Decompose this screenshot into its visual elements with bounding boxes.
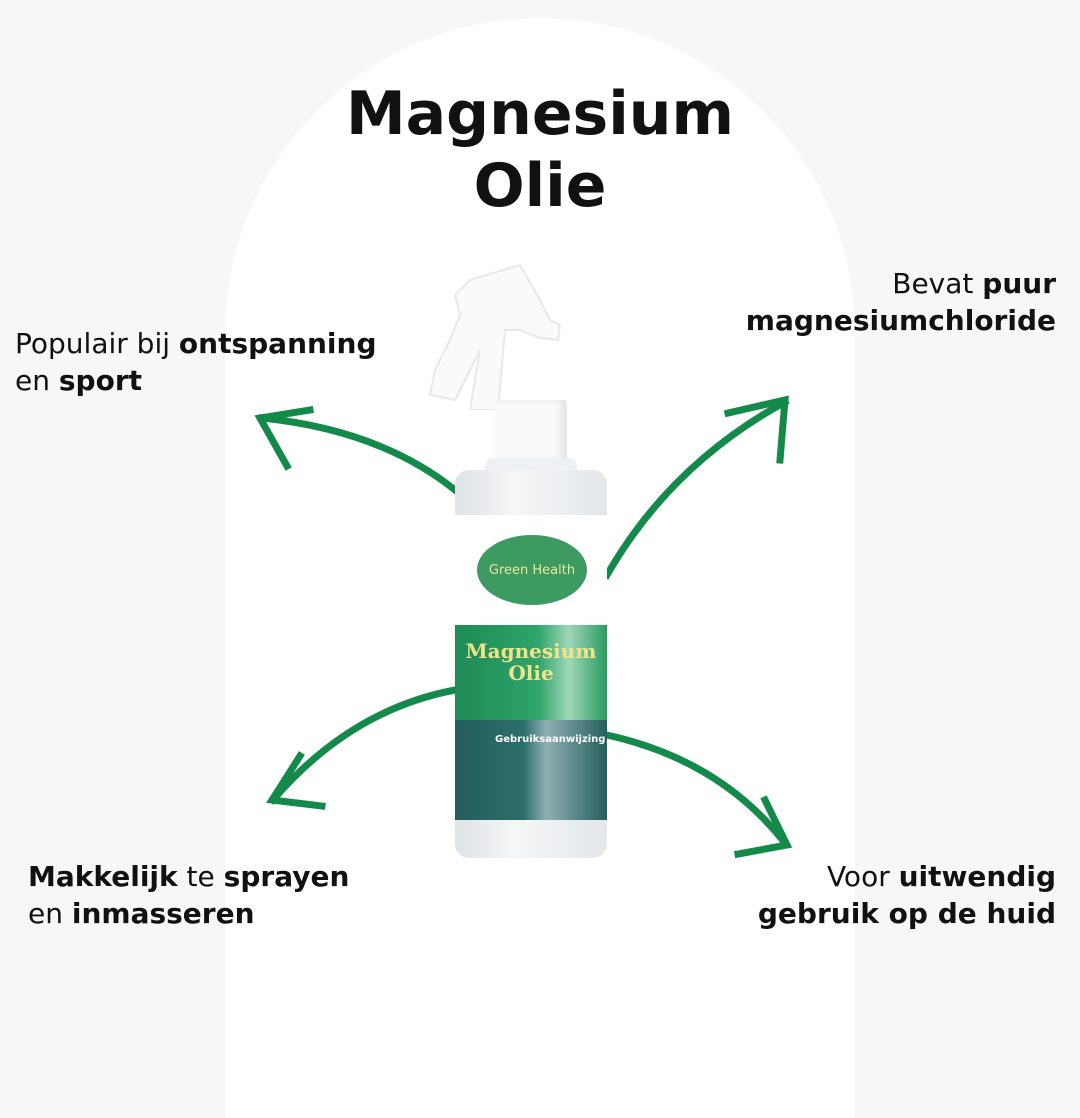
feature-bold: sprayen	[223, 860, 350, 893]
usage-heading: Gebruiksaanwijzing	[495, 734, 606, 745]
feature-text: Populair bij	[15, 327, 179, 360]
feature-text: Bevat	[892, 267, 983, 300]
brand-logo: Green Health	[477, 535, 587, 605]
arrow-bottom-left	[266, 685, 460, 810]
feature-bold: gebruik op de huid	[757, 897, 1056, 930]
label-bottom: Gebruiksaanwijzing	[455, 720, 607, 820]
title-line-2: Olie	[473, 151, 607, 221]
title-line-1: Magnesium	[345, 79, 735, 149]
spray-trigger-icon	[428, 263, 562, 410]
feature-bold: sport	[58, 364, 143, 397]
brand-name: Green Health	[488, 562, 576, 578]
label-middle: Magnesium Olie	[455, 625, 607, 720]
feature-bold: puur	[982, 267, 1056, 300]
feature-text: en	[15, 364, 59, 397]
label-top: Green Health	[455, 515, 607, 625]
feature-bold: ontspanning	[178, 327, 377, 360]
arrows	[254, 395, 793, 859]
feature-bold: Makkelijk	[28, 860, 178, 893]
feature-external-use: Voor uitwendig gebruik op de huid	[758, 858, 1056, 932]
bottle-cap	[495, 400, 567, 462]
product-name-line-2: Olie	[508, 661, 554, 685]
feature-pure-magnesium: Bevat puur magnesiumchloride	[746, 265, 1056, 339]
feature-bold: uitwendig	[898, 860, 1056, 893]
product-name: Magnesium Olie	[455, 640, 607, 684]
arrow-bottom-right	[602, 730, 793, 859]
feature-text: en	[28, 897, 72, 930]
page-title: Magnesium Olie	[0, 78, 1080, 222]
feature-relaxation-sport: Populair bij ontspanning en sport	[15, 325, 377, 399]
product-name-line-1: Magnesium	[465, 639, 597, 663]
product-bottle: Green Health Magnesium Olie Gebruiksaanw…	[428, 260, 607, 860]
feature-bold: magnesiumchloride	[745, 304, 1056, 337]
arrow-top-right	[602, 395, 790, 580]
feature-text: Voor	[826, 860, 899, 893]
arrow-top-left	[254, 405, 460, 495]
feature-easy-spray: Makkelijk te sprayen en inmasseren	[28, 858, 349, 932]
bottle-body: Green Health Magnesium Olie Gebruiksaanw…	[455, 470, 607, 858]
feature-text: te	[177, 860, 224, 893]
feature-bold: inmasseren	[71, 897, 255, 930]
